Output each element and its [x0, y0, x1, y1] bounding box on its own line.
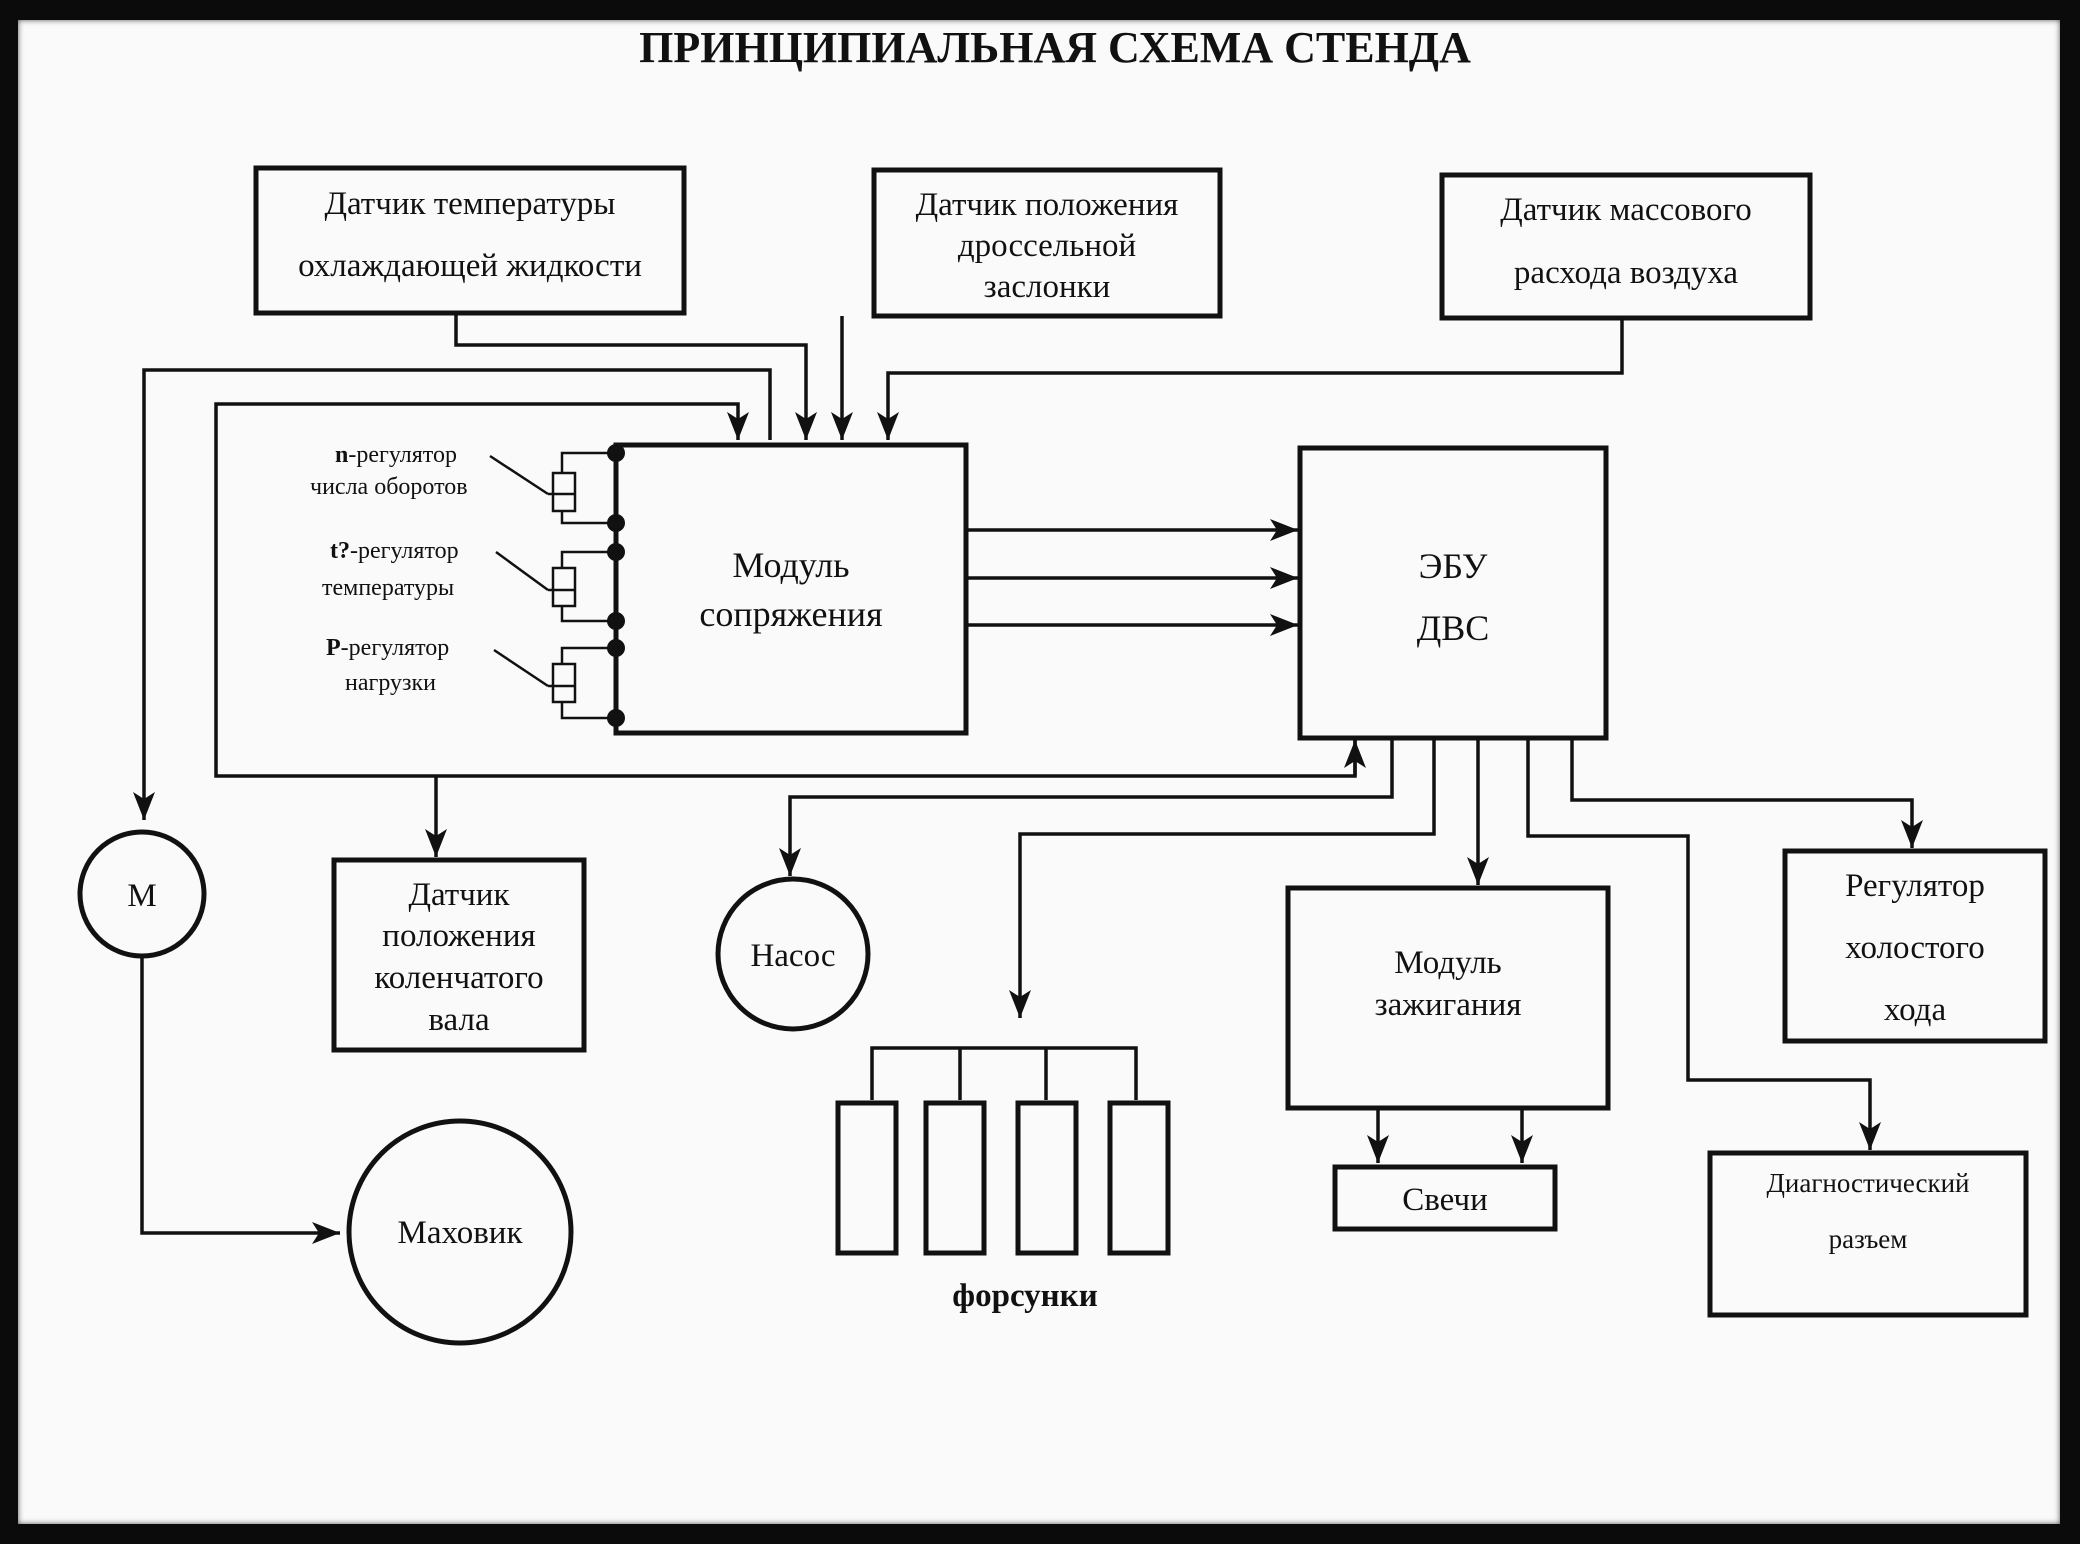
mass-air-flow-sensor-box: Датчик массового расхода воздуха — [1439, 172, 1813, 321]
throttle-sensor-line2: дроссельной — [958, 228, 1136, 264]
motor-to-flywheel-line — [140, 956, 340, 1244]
t-potentiometer-icon — [495, 543, 625, 630]
ecu-line2: ДВС — [1417, 608, 1490, 648]
crankshaft-line4: вала — [428, 1002, 490, 1038]
coolant-temp-sensor-line2: охлаждающей жидкости — [298, 248, 642, 284]
throttle-position-sensor-box: Датчик положения дроссельной заслонки — [871, 167, 1223, 319]
ecu-line1: ЭБУ — [1419, 546, 1488, 586]
sensor-connection-lines — [133, 313, 1624, 820]
spark-plugs-label: Свечи — [1402, 1182, 1487, 1218]
motor-label: М — [127, 878, 156, 914]
ignition-line2: зажигания — [1375, 987, 1522, 1023]
pump-label: Насос — [750, 938, 835, 974]
crankshaft-line3: коленчатого — [374, 960, 543, 996]
idle-regulator-line3: хода — [1884, 992, 1947, 1028]
p-regulator-label-2: нагрузки — [345, 670, 436, 696]
injectors-group: форсунки — [835, 1046, 1171, 1314]
crankshaft-sensor-box: Датчик положения коленчатого вала — [331, 857, 587, 1053]
crankshaft-line2: положения — [382, 918, 535, 954]
n-potentiometer-icon — [489, 444, 625, 532]
n-regulator-label-2: числа оборотов — [310, 474, 468, 500]
diagnostic-line1: Диагностический — [1766, 1168, 1969, 1198]
idle-regulator-box: Регулятор холостого хода — [1782, 848, 2048, 1044]
maf-sensor-line2: расхода воздуха — [1514, 255, 1738, 291]
diagnostic-connector-box: Диагностический разъем — [1707, 1150, 2029, 1318]
idle-regulator-line2: холостого — [1845, 930, 1984, 966]
injector-icon — [1015, 1100, 1079, 1256]
ignition-line1: Модуль — [1394, 945, 1501, 981]
module-to-ecu-arrows — [968, 519, 1298, 636]
injector-icon — [1107, 1100, 1171, 1256]
coolant-temp-sensor-box: Датчик температуры охлаждающей жидкости — [253, 165, 687, 316]
p-potentiometer-icon — [493, 639, 625, 727]
p-regulator-label: P-регулятор — [326, 635, 449, 661]
idle-regulator-line1: Регулятор — [1845, 868, 1985, 904]
throttle-sensor-line1: Датчик положения — [916, 187, 1179, 223]
injector-icon — [923, 1100, 987, 1256]
pump-circle: Насос — [715, 876, 871, 1032]
interface-module-box: Модуль сопряжения — [613, 442, 969, 736]
injectors-label: форсунки — [952, 1278, 1097, 1314]
injector-icon — [835, 1100, 899, 1256]
regulators-group: n-регулятор числа оборотов t?-регулятор … — [310, 442, 625, 727]
throttle-sensor-line3: заслонки — [984, 269, 1111, 305]
interface-module-line1: Модуль — [732, 545, 849, 585]
spark-plugs-box: Свечи — [1332, 1164, 1558, 1232]
maf-sensor-line1: Датчик массового — [1500, 192, 1751, 228]
interface-module-line2: сопряжения — [699, 594, 882, 634]
motor-circle: М — [77, 829, 207, 959]
ecu-box: ЭБУ ДВС — [1297, 445, 1609, 741]
flywheel-label: Маховик — [397, 1215, 523, 1251]
diagram-title: ПРИНЦИПИАЛЬНАЯ СХЕМА СТЕНДА — [639, 23, 1471, 72]
t-regulator-label-2: температуры — [322, 575, 454, 601]
diagnostic-line2: разъем — [1829, 1224, 1908, 1254]
coolant-temp-sensor-line1: Датчик температуры — [325, 186, 616, 222]
ignition-module-box: Модуль зажигания — [1285, 885, 1611, 1111]
flywheel-circle: Маховик — [346, 1118, 574, 1346]
crankshaft-line1: Датчик — [408, 877, 510, 913]
t-regulator-label: t?-регулятор — [330, 538, 459, 564]
ecu-output-lines — [779, 738, 1923, 1150]
n-regulator-label: n-регулятор — [335, 442, 457, 468]
